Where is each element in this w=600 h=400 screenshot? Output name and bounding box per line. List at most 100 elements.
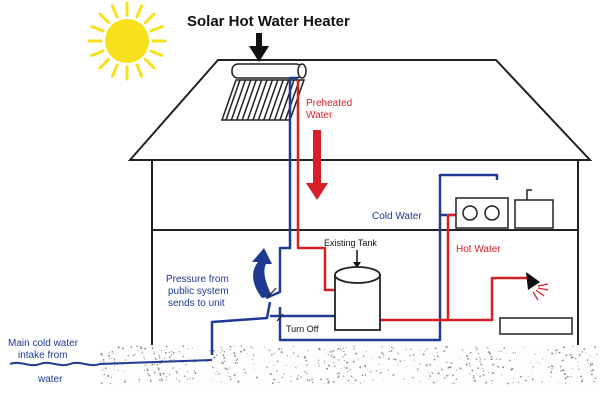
ground-speckle bbox=[589, 364, 592, 367]
ground-speckle bbox=[146, 369, 149, 372]
ground-speckle bbox=[236, 358, 239, 360]
ground-speckle bbox=[564, 377, 567, 380]
ground-speckle bbox=[311, 378, 313, 381]
panel-tube bbox=[225, 79, 241, 121]
panel-tube bbox=[279, 79, 295, 121]
ground-speckle bbox=[233, 374, 236, 377]
ground-speckle bbox=[189, 377, 191, 379]
ground-speckle bbox=[296, 378, 299, 381]
faucet-icon bbox=[514, 189, 554, 229]
ground-speckle bbox=[176, 372, 178, 374]
ground-speckle bbox=[171, 351, 173, 353]
ground-speckle bbox=[347, 371, 349, 373]
panel-tube bbox=[241, 79, 257, 121]
ground-speckle bbox=[590, 373, 593, 376]
solar-panel-icon bbox=[220, 63, 307, 121]
panel-tube bbox=[263, 79, 279, 121]
ground-speckle bbox=[551, 352, 554, 355]
ground-speckle bbox=[222, 361, 224, 363]
ground-speckle bbox=[218, 372, 221, 375]
existing-tank bbox=[334, 250, 381, 331]
ground-speckle bbox=[154, 356, 156, 358]
ground-speckle bbox=[110, 377, 113, 379]
ground-speckle bbox=[558, 351, 561, 354]
ground-speckle bbox=[507, 382, 509, 385]
ground-speckle bbox=[140, 347, 143, 350]
ground-speckle bbox=[172, 352, 175, 354]
ground-speckle bbox=[512, 382, 514, 384]
ground-speckle bbox=[139, 380, 141, 382]
ground-speckle bbox=[111, 350, 113, 353]
ground-speckle bbox=[252, 358, 254, 360]
ground-speckle bbox=[253, 368, 255, 370]
ground-speckle bbox=[240, 345, 242, 347]
ground-speckle bbox=[234, 362, 237, 364]
ground-speckle bbox=[229, 378, 232, 381]
ground-speckle bbox=[182, 361, 184, 364]
ground-speckle bbox=[158, 354, 160, 357]
ground-speckle bbox=[236, 362, 238, 364]
ground-speckle bbox=[280, 348, 283, 350]
ground-speckle bbox=[452, 374, 454, 377]
ground-speckle bbox=[296, 377, 298, 379]
ground-speckle bbox=[428, 378, 430, 380]
ground-speckle bbox=[539, 363, 541, 365]
ground-speckle bbox=[532, 366, 534, 368]
ground-speckle bbox=[342, 356, 344, 358]
ground-speckle bbox=[364, 374, 367, 376]
ground-speckle bbox=[270, 353, 273, 356]
ground-speckle bbox=[323, 383, 325, 385]
ground-speckle bbox=[578, 353, 581, 356]
ground-speckle bbox=[572, 345, 574, 347]
ground-speckle bbox=[537, 361, 539, 363]
ground-speckle bbox=[339, 345, 341, 347]
ground-speckle bbox=[252, 348, 254, 349]
ground-speckle bbox=[381, 346, 383, 348]
ground-speckle bbox=[467, 357, 469, 360]
ground-speckle bbox=[244, 372, 247, 374]
ground-speckle bbox=[153, 371, 156, 374]
ground-speckle bbox=[194, 357, 196, 359]
ground-speckle bbox=[382, 353, 385, 355]
ground-speckle bbox=[337, 348, 340, 351]
ground-speckle bbox=[166, 379, 168, 381]
ground-speckle bbox=[432, 381, 435, 384]
ground-speckle bbox=[186, 378, 189, 380]
ground-speckle bbox=[588, 363, 590, 365]
ground-speckle bbox=[481, 364, 483, 366]
ground-speckle bbox=[253, 363, 255, 365]
ground-speckle bbox=[534, 353, 536, 355]
ground-speckle bbox=[295, 367, 297, 369]
ground-speckle bbox=[412, 354, 415, 356]
ground-speckle bbox=[127, 355, 129, 357]
ground-speckle bbox=[185, 363, 187, 366]
down-arrow-icon bbox=[249, 33, 269, 62]
ground-speckle bbox=[153, 363, 155, 365]
ground-speckle bbox=[486, 380, 488, 382]
ground-speckle bbox=[592, 370, 594, 372]
ground-speckle bbox=[328, 354, 330, 356]
ground-speckle bbox=[111, 357, 113, 359]
ground-speckle bbox=[234, 354, 237, 357]
ground-speckle bbox=[327, 381, 330, 384]
ground-speckle bbox=[326, 367, 329, 370]
ground-speckle bbox=[428, 373, 430, 375]
ground bbox=[99, 345, 600, 385]
ground-speckle bbox=[362, 355, 365, 357]
ground-speckle bbox=[148, 373, 150, 375]
ground-speckle bbox=[107, 375, 110, 378]
ground-speckle bbox=[487, 347, 489, 349]
ground-speckle bbox=[560, 365, 562, 368]
ground-speckle bbox=[312, 379, 314, 381]
ground-speckle bbox=[178, 351, 181, 353]
ground-speckle bbox=[318, 347, 321, 350]
ground-speckle bbox=[365, 350, 367, 353]
ground-speckle bbox=[419, 349, 421, 351]
ground-speckle bbox=[387, 369, 390, 372]
main-intake-label-1: Main cold water bbox=[8, 338, 79, 349]
preheated-label-2: Water bbox=[306, 110, 333, 121]
ground-speckle bbox=[364, 365, 367, 368]
panel-tube bbox=[257, 79, 274, 121]
ground-speckle bbox=[102, 358, 105, 361]
